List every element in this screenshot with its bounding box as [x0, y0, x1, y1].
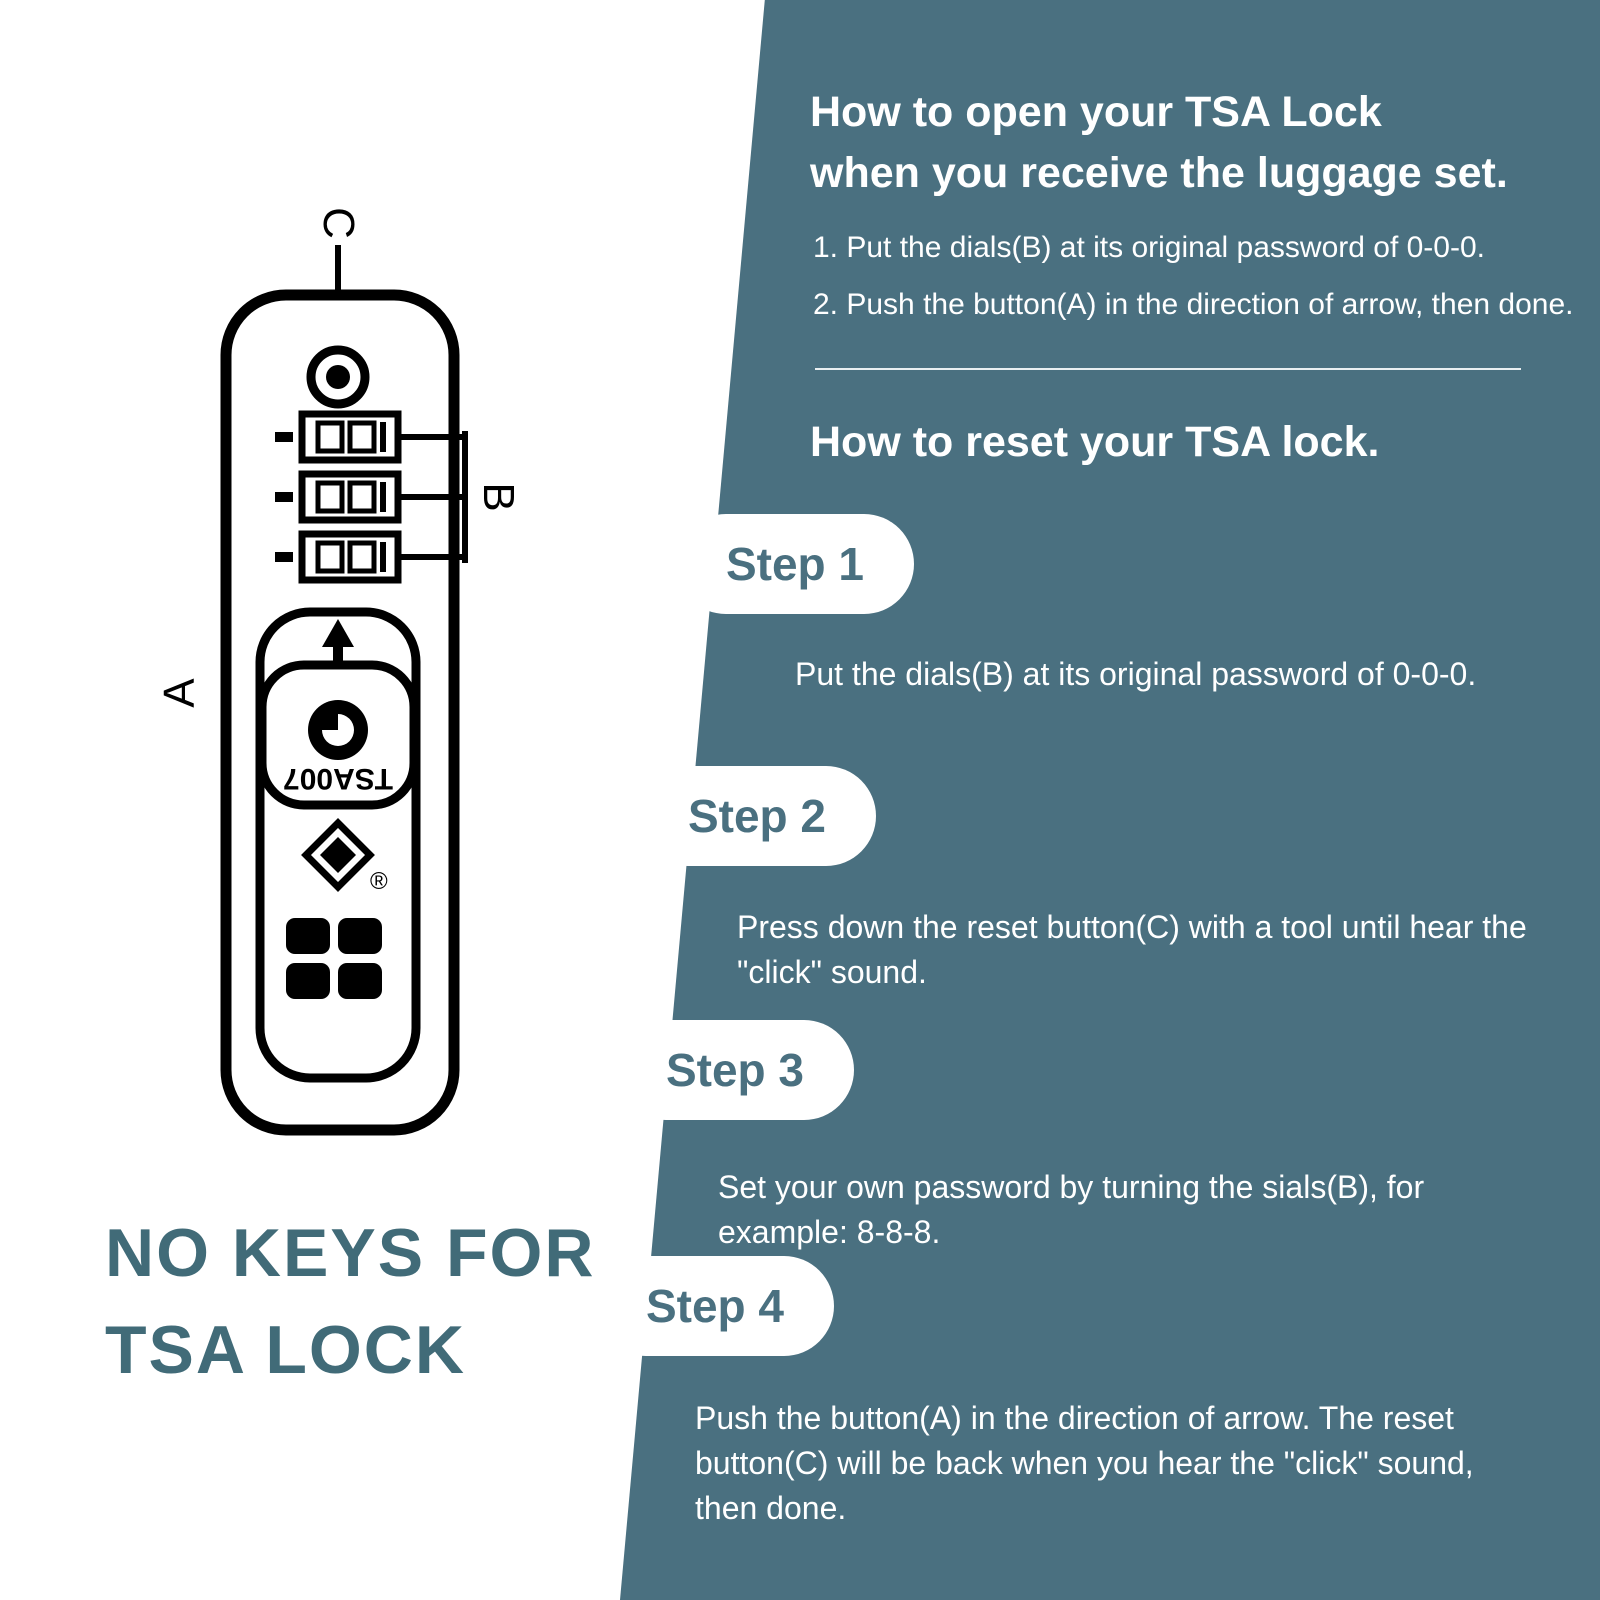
- label-a: A: [155, 678, 204, 708]
- step-3-badge: Step 3: [616, 1020, 854, 1120]
- dial-row-1: [275, 410, 402, 464]
- step-3-text: Set your own password by turning the sia…: [718, 1169, 1425, 1250]
- open-heading-line2: when you receive the luggage set.: [810, 149, 1508, 198]
- grip-pads: [286, 918, 382, 999]
- diamond-logo: [301, 818, 375, 892]
- reset-instructions-heading: How to reset your TSA lock.: [810, 418, 1380, 466]
- tsa-lock-diagram: C: [155, 207, 523, 1136]
- open-heading-line1: How to open your TSA Lock: [810, 88, 1382, 136]
- label-b: B: [474, 482, 523, 511]
- step-2-badge: Step 2: [638, 766, 876, 866]
- open-instruction-1: 1. Put the dials(B) at its original pass…: [813, 231, 1485, 264]
- section-divider: [815, 368, 1521, 370]
- open-instructions-heading: How to open your TSA Lock when you recei…: [810, 82, 1508, 204]
- dial-bracket: [400, 431, 468, 563]
- lock-brand-text: TSA007: [283, 762, 393, 795]
- registered-mark: ®: [370, 868, 388, 895]
- reset-button: [306, 345, 370, 409]
- label-c: C: [314, 207, 363, 239]
- dial-row-2: [275, 470, 402, 524]
- dial-row-3: [275, 530, 402, 584]
- tagline: NO KEYS FOR TSA LOCK: [105, 1205, 596, 1398]
- step-4-text: Push the button(A) in the direction of a…: [695, 1400, 1474, 1526]
- tagline-line1: NO KEYS FOR: [105, 1215, 596, 1291]
- step-1-badge: Step 1: [676, 514, 914, 614]
- step-2-text: Press down the reset button(C) with a to…: [737, 909, 1527, 990]
- open-instruction-2: 2. Push the button(A) in the direction o…: [813, 288, 1574, 321]
- step-4-badge: Step 4: [596, 1256, 834, 1356]
- tagline-line2: TSA LOCK: [105, 1311, 467, 1388]
- open-instructions-list: 1. Put the dials(B) at its original pass…: [813, 228, 1573, 342]
- keyhole-icon: [308, 700, 368, 760]
- step-1-text: Put the dials(B) at its original passwor…: [795, 656, 1477, 692]
